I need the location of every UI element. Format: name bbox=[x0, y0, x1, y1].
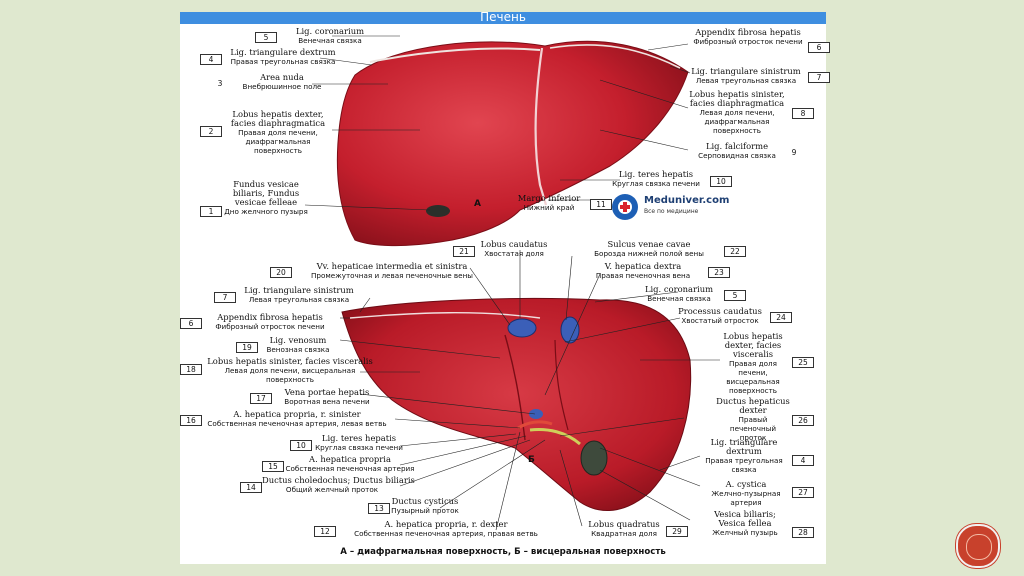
meduniver-watermark: Meduniver.com Все по медицине bbox=[612, 194, 742, 220]
label-number: 11 bbox=[590, 199, 612, 210]
label-number: 24 bbox=[770, 312, 792, 323]
gallbladder bbox=[580, 440, 608, 476]
slide-title: Печень bbox=[480, 10, 526, 24]
label-number: 1 bbox=[200, 206, 222, 217]
label-number: 26 bbox=[792, 415, 814, 426]
label-number: 16 bbox=[180, 415, 202, 426]
label-number: 10 bbox=[290, 440, 312, 451]
label-number: 4 bbox=[792, 455, 814, 466]
slide-header-bar bbox=[180, 12, 826, 24]
label-a-fundus-vesicae: Fundus vesicae biliaris, Fundus vesicae … bbox=[224, 179, 308, 217]
label-number: 28 bbox=[792, 527, 814, 538]
label-number: 5 bbox=[724, 290, 746, 301]
label-number: 6 bbox=[180, 318, 202, 329]
liver-diaphragmatic-surface bbox=[336, 40, 689, 247]
label-number: 21 bbox=[453, 246, 475, 257]
meduniver-logo-icon bbox=[612, 194, 638, 220]
label-a-lobus-dexter: Lobus hepatis dexter, facies diaphragmat… bbox=[230, 109, 326, 156]
portal-vein bbox=[529, 409, 543, 419]
label-number: 5 bbox=[255, 32, 277, 43]
label-number: 15 bbox=[262, 461, 284, 472]
watermark-name: Meduniver.com bbox=[644, 195, 730, 206]
label-number: 2 bbox=[200, 126, 222, 137]
label-number: 29 bbox=[666, 526, 688, 537]
figure-letter-a: А bbox=[474, 199, 481, 209]
label-number: 12 bbox=[314, 526, 336, 537]
label-number: 25 bbox=[792, 357, 814, 368]
decorative-circle bbox=[956, 524, 1000, 568]
label-b-lobus-sinister-visceralis: Lobus hepatis sinister, facies viscerali… bbox=[207, 356, 373, 385]
inferior-vena-cava bbox=[560, 316, 580, 344]
label-number: 8 bbox=[792, 108, 814, 119]
label-number: 10 bbox=[710, 176, 732, 187]
label-number: 4 bbox=[200, 54, 222, 65]
label-number: 22 bbox=[724, 246, 746, 257]
figure-letter-b: Б bbox=[528, 455, 535, 465]
figure-caption: А – диафрагмальная поверхность, Б – висц… bbox=[340, 547, 666, 557]
label-number: 20 bbox=[270, 267, 292, 278]
label-number: 14 bbox=[240, 482, 262, 493]
label-number: 23 bbox=[708, 267, 730, 278]
label-number: 7 bbox=[214, 292, 236, 303]
label-number: 3 bbox=[210, 79, 230, 88]
label-a-lobus-sinister: Lobus hepatis sinister, facies diaphragm… bbox=[689, 89, 785, 136]
label-number: 6 bbox=[808, 42, 830, 53]
label-number: 13 bbox=[368, 503, 390, 514]
hepatic-veins bbox=[507, 318, 537, 338]
gallbladder-fundus bbox=[426, 205, 450, 217]
label-number: 17 bbox=[250, 393, 272, 404]
label-number: 9 bbox=[784, 148, 804, 157]
label-number: 18 bbox=[180, 364, 202, 375]
label-number: 27 bbox=[792, 487, 814, 498]
watermark-tagline: Все по медицине bbox=[644, 208, 699, 215]
label-number: 7 bbox=[808, 72, 830, 83]
label-number: 19 bbox=[236, 342, 258, 353]
